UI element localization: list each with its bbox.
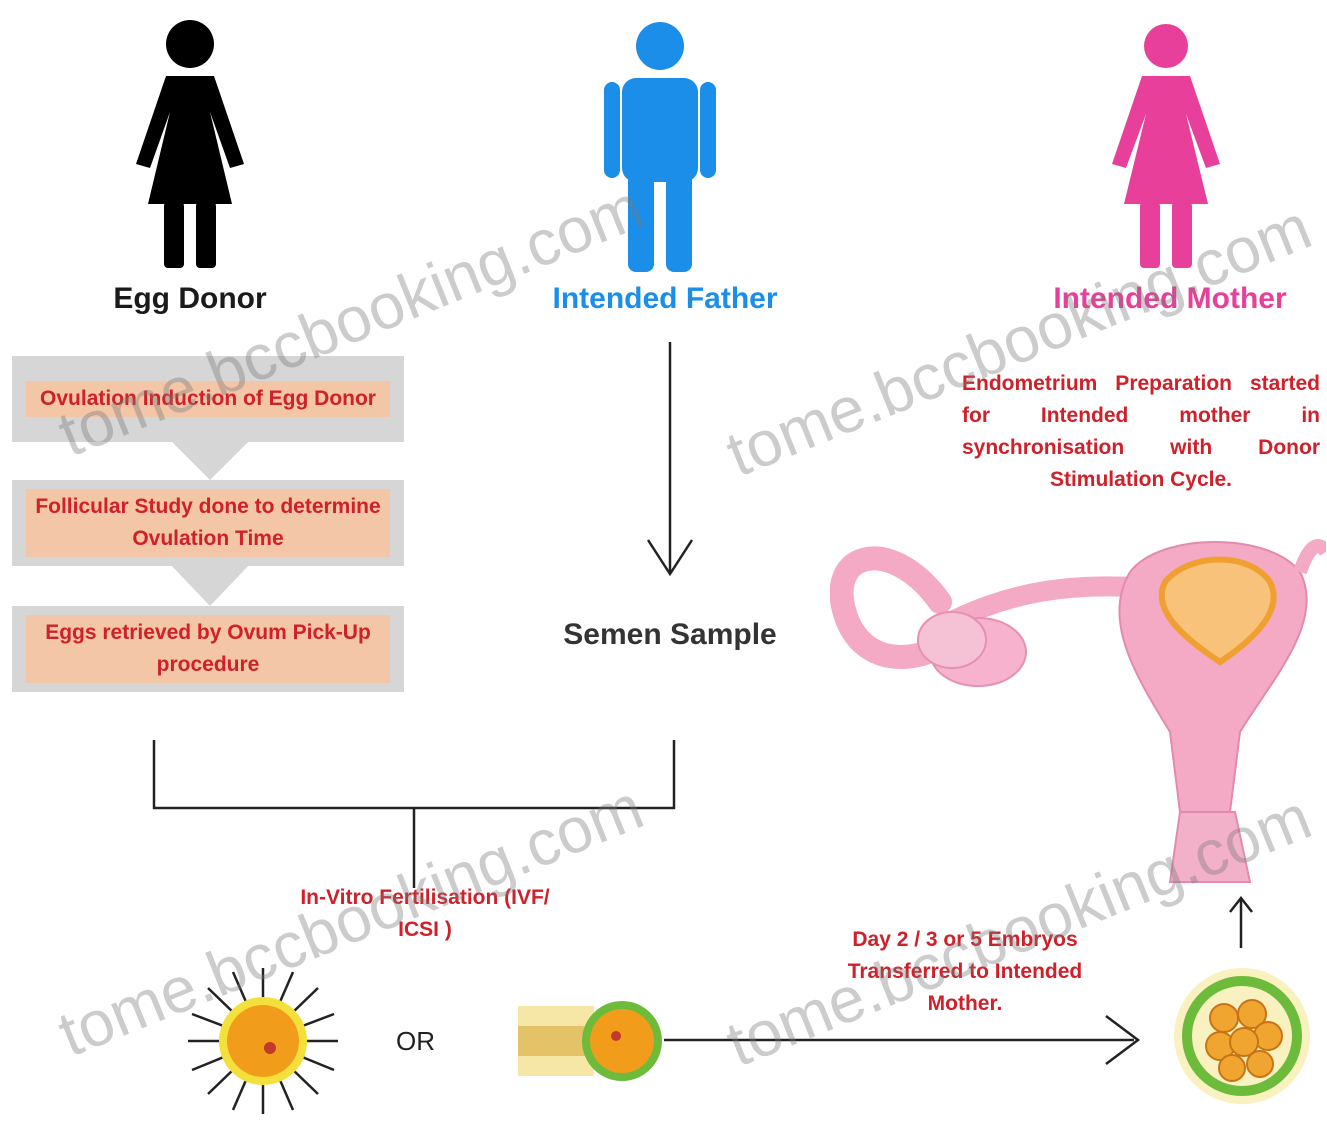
donor-step-3: Eggs retrieved by Ovum Pick-Up procedure (12, 606, 404, 692)
egg-donor-icon (120, 14, 260, 270)
icsi-icon (518, 996, 668, 1086)
intended-father-label: Intended Father (520, 282, 810, 316)
or-label: OR (396, 1026, 435, 1057)
up-arrow-to-uterus (1226, 896, 1256, 950)
step-connector-1 (170, 440, 250, 484)
father-down-arrow (640, 340, 700, 580)
embryo-icon (1172, 966, 1312, 1106)
step-connector-2 (170, 564, 250, 610)
donor-step-2-text: Follicular Study done to determine Ovula… (26, 489, 390, 557)
egg-donor-label: Egg Donor (90, 282, 290, 316)
endometrium-note: Endometrium Preparation started for Inte… (962, 368, 1320, 496)
donor-step-3-text: Eggs retrieved by Ovum Pick-Up procedure (26, 615, 390, 683)
semen-sample-label: Semen Sample (520, 618, 820, 652)
donor-step-2: Follicular Study done to determine Ovula… (12, 480, 404, 566)
